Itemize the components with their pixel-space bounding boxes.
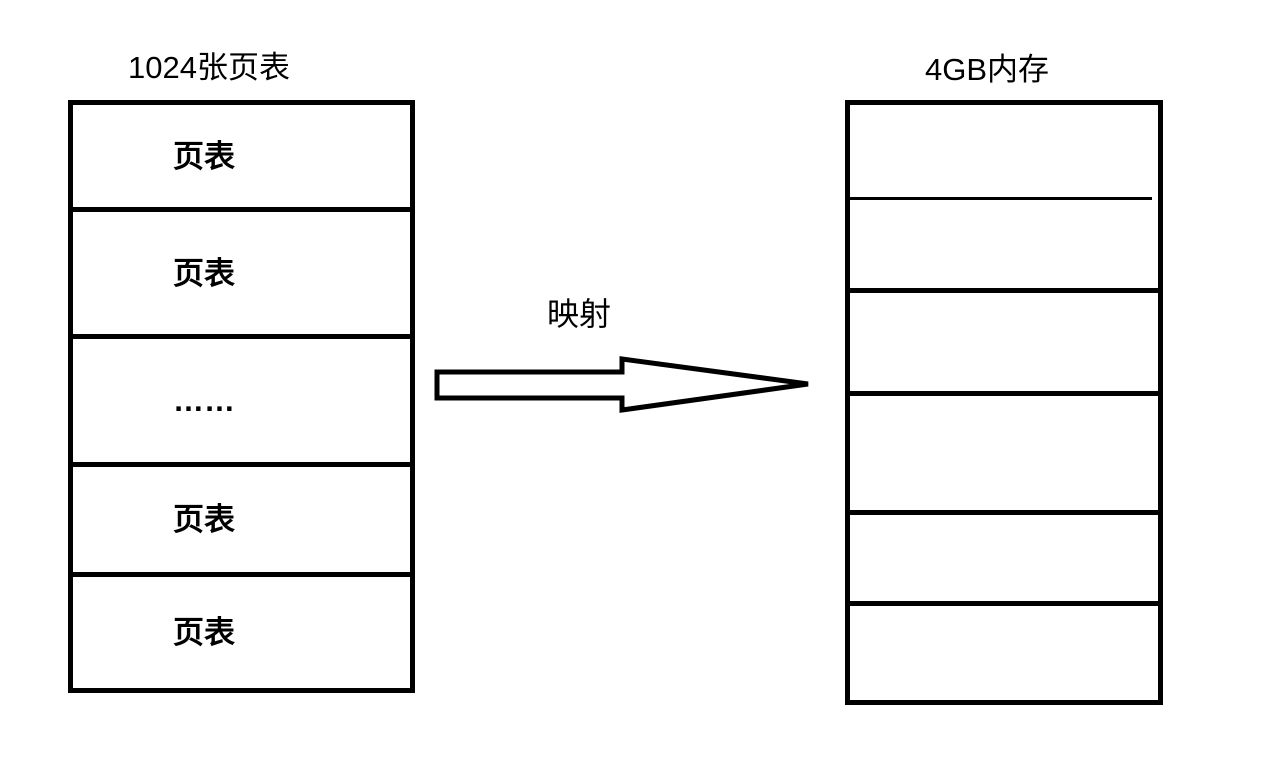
memory-row [850, 515, 1158, 601]
page-table-row-label: 页表 [173, 502, 235, 537]
page-table-row-label: 页表 [173, 614, 235, 650]
page-table-row-label: 页表 [173, 255, 235, 291]
memory-row [850, 606, 1158, 701]
page-table-row: 页表 [73, 105, 410, 207]
memory-row-divider [850, 510, 1158, 515]
page-table-row: 页表 [73, 462, 410, 572]
page-table-row: 页表 [73, 207, 410, 334]
memory-row [850, 293, 1158, 391]
page-table-row-label: 页表 [173, 138, 235, 174]
page-table-row: 页表 [73, 572, 410, 687]
memory-stack [845, 100, 1163, 705]
memory-row-divider [850, 601, 1158, 606]
page-table-stack: 页表 页表 …… 页表 页表 [68, 100, 415, 693]
memory-row-divider [850, 391, 1158, 396]
memory-row [850, 200, 1158, 288]
memory-row-divider [850, 197, 1152, 200]
page-table-row-ellipsis: …… [73, 334, 410, 462]
memory-row [850, 396, 1158, 510]
right-stack-title: 4GB内存 [925, 52, 1050, 87]
memory-row [850, 105, 1158, 197]
page-table-row-label: …… [173, 383, 235, 418]
left-stack-title: 1024张页表 [128, 50, 290, 85]
mapping-arrow-label: 映射 [547, 296, 612, 332]
memory-row-divider [850, 288, 1158, 293]
mapping-arrow-icon [434, 356, 809, 413]
